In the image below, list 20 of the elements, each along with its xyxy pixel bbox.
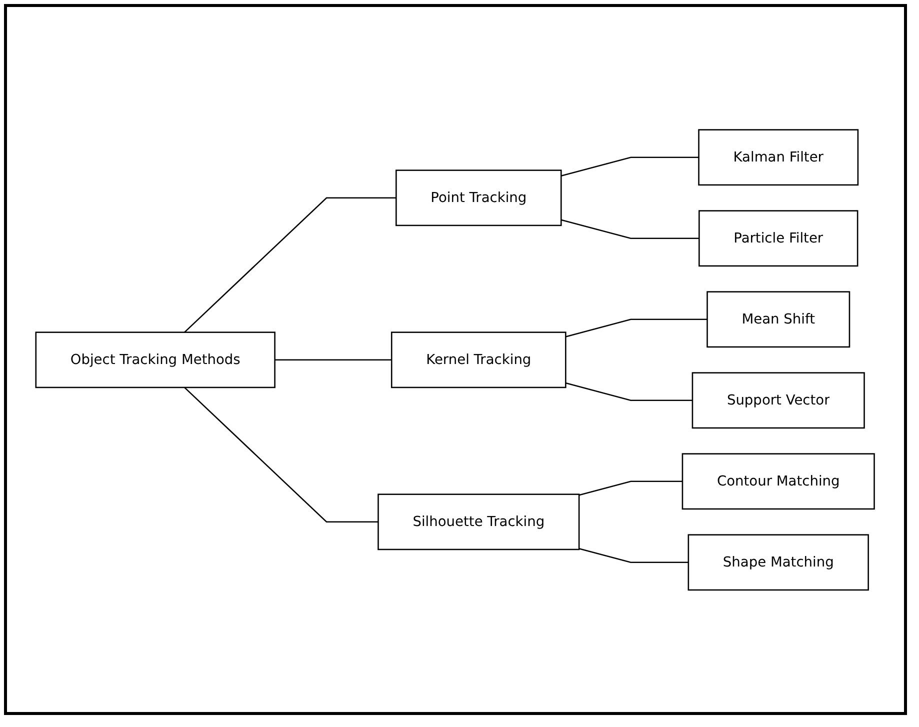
node-box: [682, 452, 876, 510]
connector: [566, 318, 708, 337]
node-box: [36, 331, 276, 388]
node-box: [396, 169, 562, 226]
connector: [566, 382, 693, 401]
node-box: [692, 372, 866, 428]
connector: [184, 386, 379, 522]
node-box: [391, 331, 567, 388]
connector: [275, 358, 392, 360]
connector: [184, 196, 397, 332]
node-box: [707, 290, 851, 348]
node-box: [688, 534, 870, 590]
connector: [579, 548, 689, 563]
node-box: [698, 210, 859, 266]
node-box: [698, 128, 860, 186]
connector: [579, 480, 683, 496]
connector: [561, 156, 700, 176]
connector: [561, 218, 700, 239]
diagram-frame: Object Tracking Methods Point Tracking Kernel Tracking Silhouette Tracking Kalman Filter Particle Filter Mean Shift Support Vector Contour Matching Shape Matching: [4, 4, 907, 715]
node-box: [378, 493, 580, 550]
